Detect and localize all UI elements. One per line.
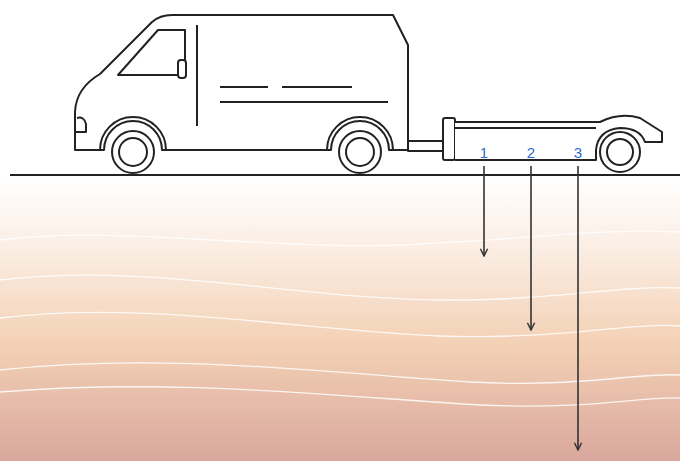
callout-number: 1 bbox=[479, 145, 489, 161]
ground-line bbox=[10, 174, 680, 176]
depth-arrow bbox=[483, 166, 485, 256]
depth-arrows bbox=[484, 166, 578, 450]
depth-arrow bbox=[530, 166, 532, 330]
trailer bbox=[408, 116, 662, 172]
callout-number: 3 bbox=[573, 145, 583, 161]
depth-arrow bbox=[577, 166, 579, 450]
callout-number: 2 bbox=[526, 145, 536, 161]
van bbox=[75, 15, 408, 173]
